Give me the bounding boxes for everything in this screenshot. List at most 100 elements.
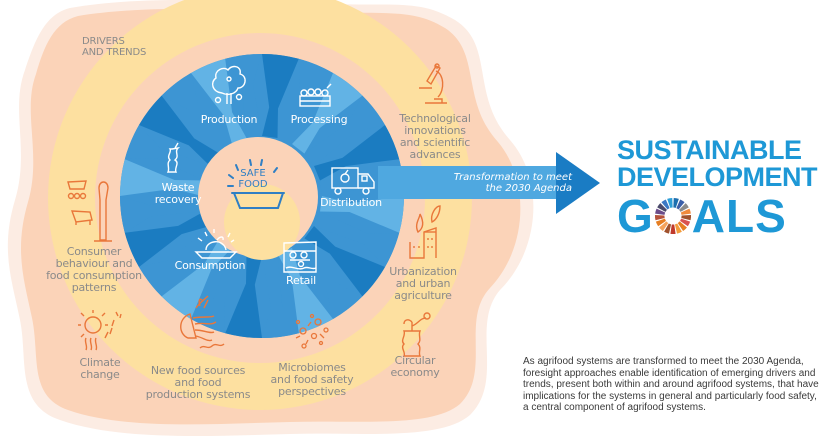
- wheel-segment: [191, 58, 247, 144]
- plate-icon: [194, 229, 238, 259]
- sdg-wheel-segment: [678, 203, 689, 212]
- drivers-title-line: AND TRENDS: [82, 47, 147, 58]
- wheel-segment: [139, 226, 220, 297]
- driver-label: economy: [390, 366, 440, 379]
- sdg-line-goals: G ALS: [617, 193, 817, 239]
- stage-label: Processing: [290, 113, 348, 126]
- driver-label: production systems: [145, 388, 251, 401]
- safe-food-label: SAFE FOOD: [228, 168, 278, 190]
- driver-label: perspectives: [278, 385, 346, 398]
- stage-distribution: Distribution: [314, 197, 388, 209]
- apple-core-icon: [166, 142, 181, 173]
- arrow-label-line: Transformation to meet: [453, 172, 572, 183]
- driver-circular-economy: Circular economy: [380, 355, 450, 379]
- plant-pot-icon: [401, 312, 431, 357]
- driver-label: innovations: [404, 124, 466, 137]
- driver-microbiomes: Microbiomes and food safety perspectives: [264, 362, 360, 398]
- wheel-segment: [314, 211, 400, 267]
- sdg-wheel-segment: [656, 203, 667, 212]
- driver-label: Circular: [394, 354, 436, 367]
- sdg-wheel-segment: [663, 223, 671, 234]
- sdg-wheel-segment: [676, 199, 685, 210]
- sdg-wheel-segment: [673, 197, 679, 208]
- caption-text: As agrifood systems are transformed to m…: [523, 356, 819, 414]
- crate-icon: [299, 83, 332, 107]
- driver-technology: Technological innovations and scientific…: [392, 113, 478, 161]
- wheel-segment: [119, 159, 204, 196]
- wheel-segment: [225, 53, 262, 138]
- wheel-segment: [119, 196, 204, 233]
- sdg-logo: SUSTAINABLE DEVELOPMENT G ALS: [617, 135, 818, 240]
- wheel-segment: [124, 211, 210, 267]
- sdg-wheel-segment: [658, 221, 668, 231]
- sdg-line-sustainable: SUSTAINABLE: [617, 135, 802, 165]
- sdg-wheel-segment: [666, 197, 673, 208]
- wheel-segment: [124, 125, 210, 181]
- stage-label: Distribution: [320, 196, 382, 209]
- stage-retail: Retail: [276, 275, 326, 287]
- driver-urbanization: Urbanization and urban agriculture: [380, 266, 466, 302]
- wheel-segment: [292, 73, 363, 154]
- stage-consumption: Consumption: [168, 260, 252, 272]
- stage-label: recovery: [154, 193, 202, 206]
- sdg-wheel-segment: [661, 199, 670, 210]
- driver-label: Climate: [79, 356, 121, 369]
- stage-processing: Processing: [282, 114, 356, 126]
- wheel-segment: [262, 53, 299, 138]
- sdg-wheel-segment: [654, 208, 665, 215]
- stage-label: Production: [200, 113, 258, 126]
- wheel-segment: [320, 196, 405, 233]
- driver-label: advances: [409, 148, 461, 161]
- sdg-wheel-segment: [681, 215, 691, 221]
- wheel-segment: [225, 254, 262, 339]
- sdg-goals-g: G: [617, 190, 654, 242]
- wheel-segment: [277, 248, 333, 334]
- wheel-segment: [292, 238, 363, 319]
- arrow-label-line: the 2030 Agenda: [485, 183, 572, 194]
- jellyfish-icon: [180, 295, 225, 349]
- driver-label: agriculture: [394, 289, 452, 302]
- driver-label: Technological: [399, 112, 471, 125]
- shopping-cart-icon: [67, 180, 112, 242]
- market-stall-icon: [283, 241, 317, 273]
- driver-new-food-sources: New food sources and food production sys…: [140, 365, 256, 401]
- safe-food-line: FOOD: [238, 179, 268, 190]
- sdg-wheel-segment: [680, 208, 691, 215]
- driver-label: change: [80, 368, 120, 381]
- driver-consumer-behaviour: Consumer behaviour and food consumption …: [36, 246, 152, 294]
- driver-label: Consumer: [66, 245, 122, 258]
- wheel-segment: [191, 248, 247, 334]
- sdg-wheel-icon: [654, 197, 691, 235]
- driver-label: and food: [174, 376, 222, 389]
- transformation-arrow: [378, 152, 600, 214]
- sdg-wheel-segment: [677, 221, 687, 231]
- wheel-segment: [161, 73, 232, 154]
- safe-food-line: SAFE: [240, 168, 266, 179]
- truck-icon: [331, 167, 375, 195]
- microbes-icon: [295, 313, 329, 349]
- microscope-icon: [419, 63, 447, 104]
- stage-label: Waste: [161, 181, 195, 194]
- sdg-wheel-segment: [655, 218, 666, 227]
- driver-label: Microbiomes: [278, 361, 346, 374]
- drivers-title-line: DRIVERS: [82, 36, 125, 47]
- wheel-segment: [262, 254, 299, 339]
- driver-climate-change: Climate change: [70, 357, 130, 381]
- sdg-line-development: DEVELOPMENT: [617, 162, 818, 192]
- bowl-icon: [227, 159, 285, 209]
- stage-production: Production: [194, 114, 264, 126]
- drivers-and-trends-title: DRIVERS AND TRENDS: [82, 36, 146, 58]
- driver-label: Urbanization: [389, 265, 457, 278]
- stage-label: Retail: [286, 274, 316, 287]
- sdg-wheel-segment: [679, 218, 690, 227]
- stage-label: Consumption: [174, 259, 246, 272]
- sdg-goals-als: ALS: [691, 190, 787, 242]
- wheel-segment: [139, 95, 220, 166]
- safe-food-center-glow: [224, 184, 300, 260]
- sun-heat-icon: [78, 310, 122, 351]
- driver-label: and urban: [395, 277, 451, 290]
- driver-label: behaviour and: [55, 257, 133, 270]
- transformation-arrow-label: Transformation to meet the 2030 Agenda: [412, 172, 572, 194]
